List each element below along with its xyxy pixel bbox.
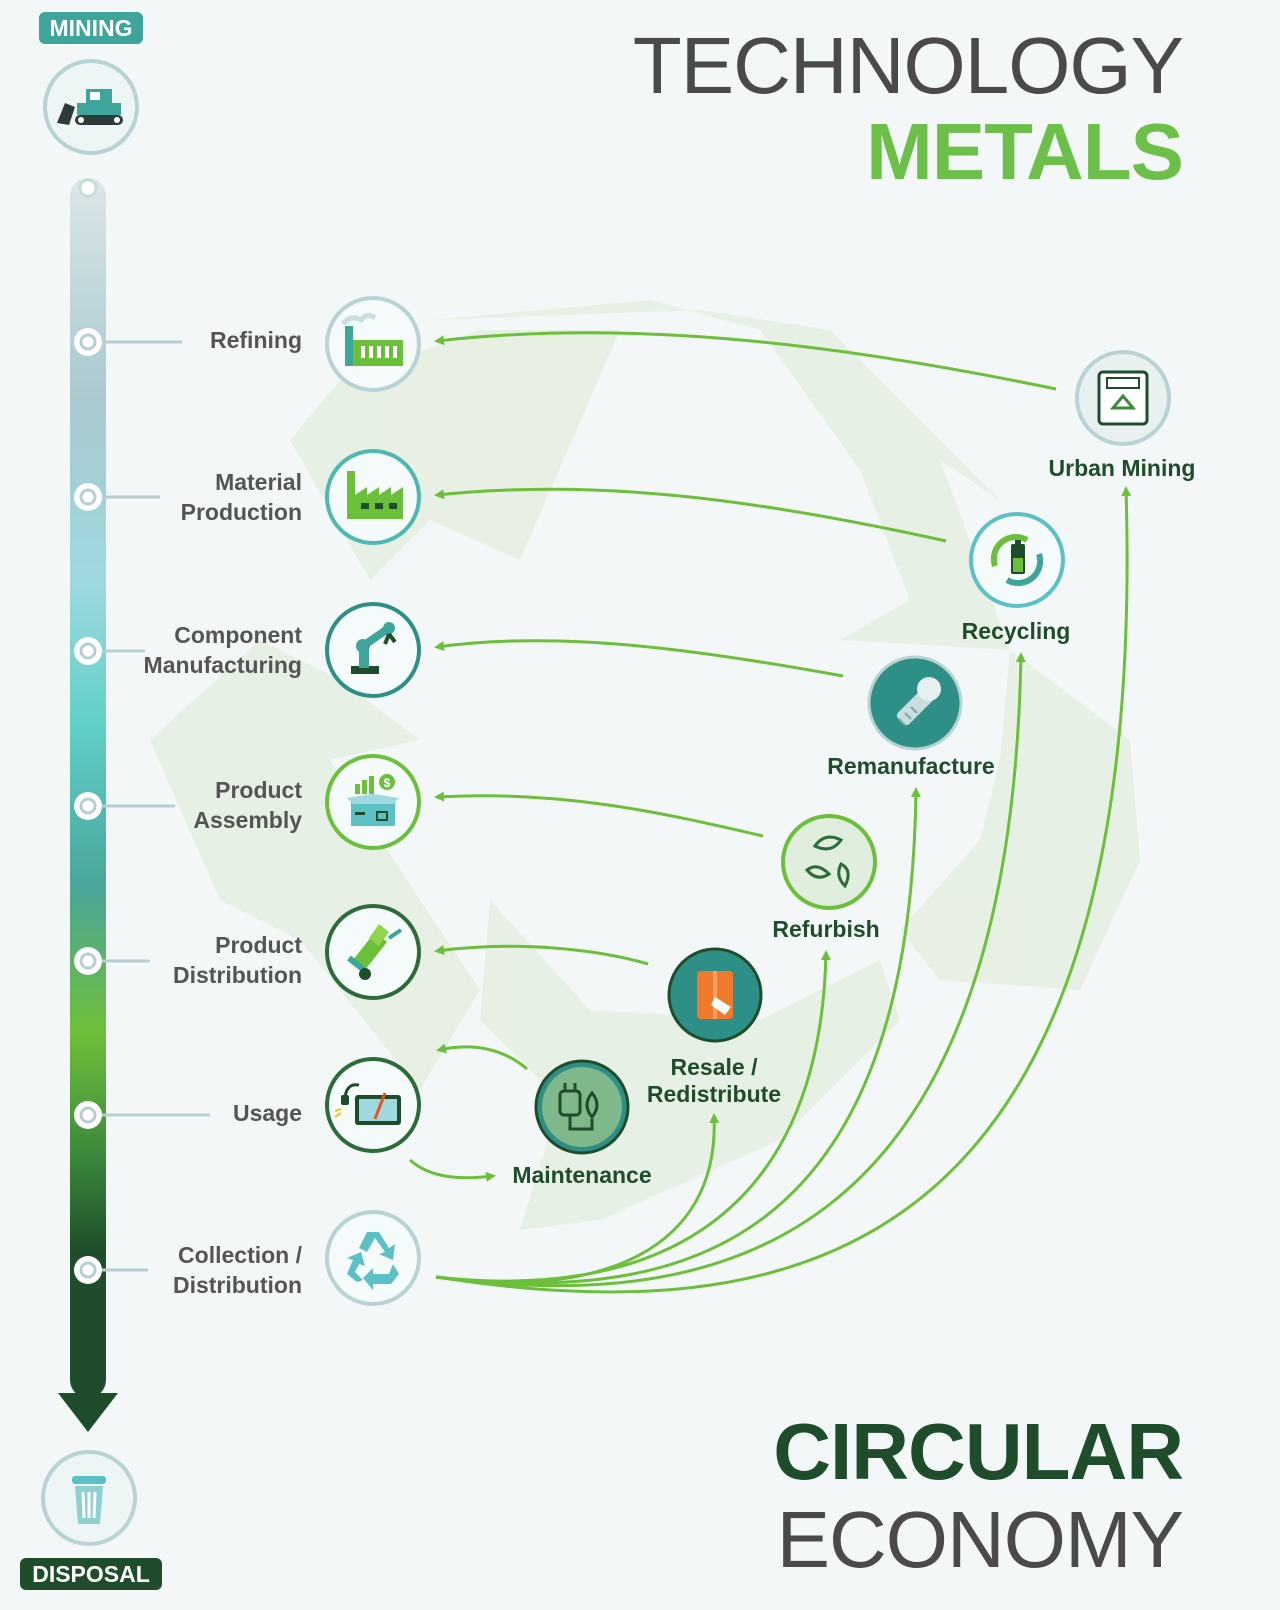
tick-dot-usage xyxy=(79,1106,97,1124)
arrow-refurbish-to-product-assembly xyxy=(434,791,764,838)
arrow-resale-to-product-distribution xyxy=(434,944,649,966)
svg-text:$: $ xyxy=(384,776,391,790)
recycling-bin-icon xyxy=(1075,350,1171,446)
tick-ring-product-assembly xyxy=(74,792,102,820)
mining-badge: MINING xyxy=(39,12,143,44)
loop-label-recycling: Recycling xyxy=(961,618,1071,644)
battery-recycle-icon xyxy=(969,512,1065,608)
timeline-start-dot xyxy=(78,178,98,198)
loop-label-maintenance: Maintenance xyxy=(512,1162,652,1188)
loop-label-remanufacture: Remanufacture xyxy=(827,753,995,779)
tick-ring-component-manufacturing xyxy=(74,637,102,665)
timeline-arrowhead xyxy=(58,1393,118,1432)
refinery-icon xyxy=(325,296,421,392)
arrow-usage-to-maintenance xyxy=(408,1158,496,1182)
loop-label-refurbish: Refurbish xyxy=(772,916,880,942)
tick-dot-product-assembly xyxy=(79,797,97,815)
tick-ring-material-production xyxy=(74,483,102,511)
tick-ring-product-distribution xyxy=(74,947,102,975)
arrow-collection-to-remanufacture xyxy=(435,787,921,1285)
plug-leaf-icon xyxy=(534,1059,630,1155)
arrow-recycling-to-material-production xyxy=(434,487,947,543)
tick-ring-collection-distribution xyxy=(74,1256,102,1284)
bolt-icon xyxy=(867,655,963,751)
loop-label-urban-mining: Urban Mining xyxy=(1048,455,1196,481)
title-metals: METALS xyxy=(866,107,1184,196)
stage-label-refining: Refining xyxy=(210,327,302,353)
arrow-maintenance-to-usage xyxy=(436,1043,528,1071)
tick-ring-refining xyxy=(74,328,102,356)
disposal-badge: DISPOSAL xyxy=(20,1558,162,1590)
trash-can-icon xyxy=(41,1450,137,1546)
price-tag-icon xyxy=(667,947,763,1043)
tick-dot-material-production xyxy=(79,488,97,506)
title-technology: TECHNOLOGY xyxy=(632,21,1184,110)
arrow-collection-to-refurbish xyxy=(435,950,831,1283)
arrow-remanufacture-to-component-manufacturing xyxy=(434,639,844,678)
arrow-urban-mining-to-refining xyxy=(434,331,1057,391)
stage-label-collection-distribution: Collection /Distribution xyxy=(172,1242,302,1298)
title-circular: CIRCULAR xyxy=(773,1407,1184,1496)
title-economy: ECONOMY xyxy=(776,1495,1184,1584)
stage-label-usage: Usage xyxy=(232,1100,302,1126)
box-growth-icon: $ xyxy=(325,754,421,850)
leaves-icon xyxy=(781,814,877,910)
arrow-collection-to-recycling xyxy=(435,652,1026,1288)
hand-truck-icon xyxy=(325,904,421,1000)
tick-dot-component-manufacturing xyxy=(79,642,97,660)
loop-label-resale-redistribute: Resale /Redistribute xyxy=(646,1054,782,1107)
factory-icon xyxy=(325,449,421,545)
timeline-bar xyxy=(70,178,106,1398)
recycle-icon xyxy=(325,1210,421,1306)
tick-dot-product-distribution xyxy=(79,952,97,970)
tick-dot-refining xyxy=(79,333,97,351)
tick-dot-collection-distribution xyxy=(79,1261,97,1279)
tick-ring-usage xyxy=(74,1101,102,1129)
tablet-icon xyxy=(325,1057,421,1153)
bulldozer-icon xyxy=(43,59,139,155)
robot-arm-icon xyxy=(325,602,421,698)
arrow-collection-to-urban-mining xyxy=(435,486,1132,1294)
